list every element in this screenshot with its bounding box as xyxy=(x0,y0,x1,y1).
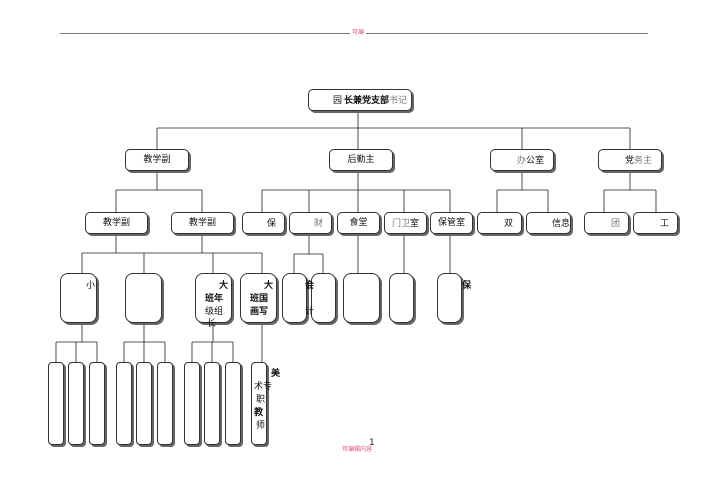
header-text: 可编 xyxy=(350,27,367,36)
big-class-leader-box xyxy=(195,273,232,323)
teacher-box-big-2 xyxy=(204,362,220,445)
health-room-box: 保管室 xyxy=(430,212,473,234)
union-label: 工 xyxy=(660,219,670,229)
teacher-box-small-3 xyxy=(89,362,105,445)
teacher-box-middle-1 xyxy=(116,362,132,445)
gate-staff-box xyxy=(389,273,414,323)
finance-label: 财 xyxy=(314,219,324,229)
party-director-box: 党 务主 xyxy=(598,149,662,171)
footer-text: 可编辑内容 xyxy=(342,446,373,453)
league-box: 团 xyxy=(584,212,629,234)
health-room-label: 保管室 xyxy=(437,218,465,228)
big-class-art-line1: 大 xyxy=(264,281,274,291)
teaching-deputy-box-1: 教学副 xyxy=(85,212,148,234)
small-class-leader-box: 小 xyxy=(60,273,97,323)
principal-label-b: 长兼党支部 xyxy=(344,96,390,106)
art-teacher-line1: 美 xyxy=(271,369,281,379)
canteen-box: 食堂 xyxy=(337,212,380,234)
principal-label-a: 园 xyxy=(333,96,343,106)
logistics-director-label: 后勤主 xyxy=(347,155,375,165)
art-teacher-line4: 教 xyxy=(254,408,264,418)
office-label-b: 公室 xyxy=(526,156,545,166)
art-teacher-box xyxy=(251,362,267,445)
big-class-art-line2: 班国 xyxy=(250,294,269,304)
accounting-box-2 xyxy=(311,273,336,323)
art-teacher-line2: 术专 xyxy=(254,382,273,392)
teaching-director-box: 教学副 xyxy=(125,149,189,171)
office-label-a: 办 xyxy=(517,156,527,166)
teaching-deputy-box-2: 教学副 xyxy=(171,212,234,234)
logistics-director-box: 后勤主 xyxy=(329,149,393,171)
small-class-leader-label: 小 xyxy=(86,281,96,291)
principal-label-c: 书记 xyxy=(389,96,408,106)
big-class-leader-line2: 班年 xyxy=(205,294,224,304)
teacher-box-big-3 xyxy=(225,362,241,445)
teacher-box-middle-3 xyxy=(157,362,173,445)
middle-class-leader-box xyxy=(125,273,162,323)
canteen-label: 食堂 xyxy=(349,218,368,228)
health-side-label: 保 xyxy=(462,281,472,291)
childcare-label: 保 xyxy=(267,219,277,229)
accounting-box-1 xyxy=(282,273,307,323)
big-class-leader-line4: 长 xyxy=(207,319,217,329)
big-class-art-box xyxy=(240,273,277,323)
canteen-staff-box xyxy=(343,273,380,323)
teacher-box-small-2 xyxy=(68,362,84,445)
party-director-label-b: 务主 xyxy=(634,156,653,166)
teacher-box-middle-2 xyxy=(136,362,152,445)
big-class-leader-line3: 级组 xyxy=(205,307,224,317)
childcare-box: 保 xyxy=(242,212,285,234)
teaching-deputy-label-2: 教学副 xyxy=(188,218,216,228)
art-teacher-line5: 师 xyxy=(256,421,266,431)
gate-label-a: 门卫 xyxy=(392,219,411,229)
teacher-box-big-1 xyxy=(184,362,200,445)
dual-box: 双 xyxy=(477,212,522,234)
dual-label: 双 xyxy=(504,219,514,229)
big-class-leader-line1: 大 xyxy=(219,281,229,291)
health-staff-box xyxy=(437,273,462,323)
accounting-label-b: 计 xyxy=(305,307,315,317)
party-director-label-a: 党 xyxy=(625,156,635,166)
union-box: 工 xyxy=(633,212,678,234)
art-teacher-line3: 职 xyxy=(256,395,266,405)
teaching-director-label: 教学副 xyxy=(143,155,171,165)
teaching-deputy-label-1: 教学副 xyxy=(102,218,130,228)
teacher-box-small-1 xyxy=(48,362,64,445)
principal-box: 园 长兼党支部 书记 xyxy=(308,89,412,111)
finance-box: 财 xyxy=(289,212,332,234)
page-number: 1 xyxy=(369,438,375,448)
accounting-label-a: 会 xyxy=(305,281,315,291)
gate-label-b: 室 xyxy=(410,219,420,229)
league-label: 团 xyxy=(611,219,621,229)
info-label: 信息 xyxy=(552,219,571,229)
office-box: 办 公室 xyxy=(490,149,554,171)
gate-box: 门卫 室 xyxy=(384,212,427,234)
info-box: 信息 xyxy=(526,212,571,234)
big-class-art-line3: 画写 xyxy=(250,307,269,317)
